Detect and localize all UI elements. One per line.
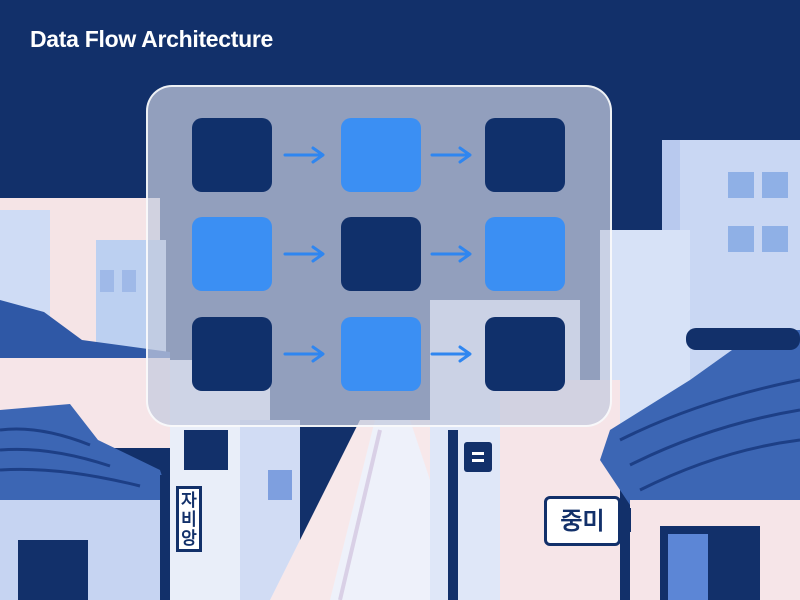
window [100, 270, 114, 292]
right-roof-tiles [619, 378, 800, 492]
street-line [338, 429, 382, 600]
flow-node-r2-c2 [341, 217, 421, 291]
flow-node-r3-c1 [192, 317, 272, 391]
window [728, 226, 754, 252]
window-pane [668, 534, 708, 600]
window [268, 470, 292, 500]
left-roof-upper [0, 300, 170, 372]
arrow-right-icon [430, 345, 472, 363]
shop-sign-right: 중미 [544, 496, 621, 546]
window [762, 226, 788, 252]
flow-node-r2-c1 [192, 217, 272, 291]
right-roof [600, 330, 800, 520]
door-dark [18, 540, 88, 600]
flow-node-r1-c1 [192, 118, 272, 192]
window [728, 172, 754, 198]
diagram-panel [146, 85, 612, 427]
arrow-right-icon [283, 146, 325, 164]
flow-node-r2-c3 [485, 217, 565, 291]
arrow-right-icon [430, 245, 472, 263]
flow-node-r1-c2 [341, 118, 421, 192]
flow-node-r3-c2 [341, 317, 421, 391]
window [762, 172, 788, 198]
window [122, 270, 136, 292]
vertical-shop-sign-text: 자 비 앙 [181, 491, 197, 549]
shop-sign-bracket [621, 508, 631, 532]
vertical-shop-sign: 자 비 앙 [176, 486, 202, 552]
flow-node-r3-c3 [485, 317, 565, 391]
left-roof-front [0, 404, 170, 500]
hanging-sign-small [464, 442, 492, 472]
window-dark [184, 430, 228, 470]
right-roof-ridge [686, 328, 800, 350]
shop-sign-right-text: 중미 [560, 507, 605, 535]
arrow-right-icon [283, 245, 325, 263]
arrow-right-icon [430, 146, 472, 164]
left-roof-tiles [0, 427, 141, 488]
arrow-right-icon [283, 345, 325, 363]
sign-post-right [448, 430, 458, 600]
page-title: Data Flow Architecture [30, 26, 274, 52]
flow-node-r1-c3 [485, 118, 565, 192]
